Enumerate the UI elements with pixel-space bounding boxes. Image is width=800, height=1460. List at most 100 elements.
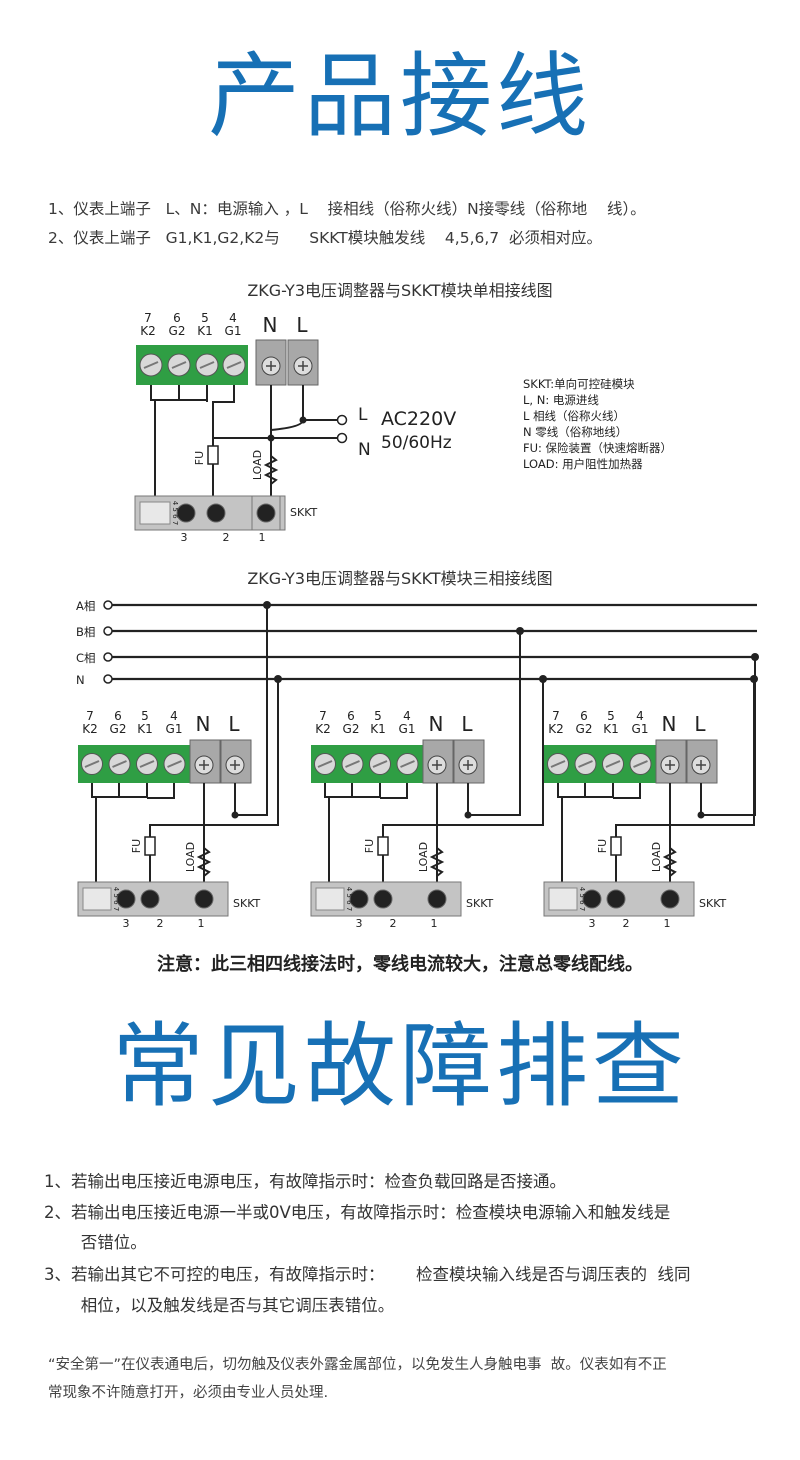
neutral-wire — [204, 679, 279, 826]
troubleshooting-section-title: 常见故障排查 — [111, 1013, 688, 1120]
skkt-pin: 3 — [589, 917, 596, 930]
instruction-line-1: 1、仪表上端子 L、N：电源输入 ，L 接相线（俗称火线）N接零线（俗称地 线）… — [48, 200, 646, 218]
fault-item-3-cont: 相位，以及触发线是否与其它调压表错位。 — [44, 1296, 395, 1315]
junction-dot — [750, 675, 758, 683]
neutral-wire — [437, 679, 544, 826]
skkt-pin: 1 — [259, 531, 266, 544]
terminal-label: K1 — [370, 722, 386, 736]
supply-voltage: AC220V — [381, 408, 456, 430]
phase-wire — [468, 631, 521, 816]
skkt-screw-icon — [116, 889, 136, 909]
legend-item: FU: 保险装置（快速熔断器） — [523, 441, 672, 455]
skkt-label: SKKT — [290, 506, 318, 519]
bus-label: N — [76, 673, 85, 687]
terminal-label: G2 — [169, 324, 186, 338]
bus-label: B相 — [76, 625, 95, 639]
supply-l-label: L — [358, 405, 368, 425]
n-label: N — [429, 712, 444, 736]
supply-n-label: N — [358, 440, 371, 460]
safety-line-1: “安全第一”在仪表通电后，切勿触及仪表外露金属部位，以免发生人身触电事 故。仪表… — [48, 1357, 667, 1373]
wiring-section-title: 产品接线 — [207, 43, 592, 150]
skkt-screw-icon — [194, 889, 214, 909]
terminal-label: G1 — [632, 722, 649, 736]
l-label: L — [461, 712, 473, 736]
three-phase-caption: ZKG-Y3电压调整器与SKKT模块三相接线图 — [247, 569, 553, 588]
skkt-pin: 1 — [198, 917, 205, 930]
terminal-number: 5 — [607, 709, 615, 723]
wire — [380, 783, 408, 799]
fuse-icon — [207, 445, 219, 465]
instruction-line-2: 2、仪表上端子 G1,K1,G2,K2与 SKKT模块触发线 4,5,6,7 必… — [48, 229, 603, 247]
bus-labels: A相 B相 C相 N — [76, 599, 96, 687]
wire — [91, 783, 147, 798]
skkt-side-digits: 4 5 6 7 — [171, 501, 179, 526]
bus-label: A相 — [76, 599, 95, 613]
supply-n-terminal-icon — [336, 432, 348, 444]
l-label: L — [228, 712, 240, 736]
legend-item: L 相线（俗称火线） — [523, 409, 625, 423]
bus-terminal-icon — [103, 652, 113, 662]
supply-l-terminal-icon — [336, 414, 348, 426]
legend-item: N 零线（俗称地线） — [523, 425, 627, 439]
skkt-label: SKKT — [699, 897, 727, 910]
n-label: N — [662, 712, 677, 736]
terminal-label: K2 — [140, 324, 156, 338]
terminal-label: G2 — [343, 722, 360, 736]
supply-freq: 50/60Hz — [381, 433, 452, 453]
load-resistor-icon — [196, 847, 212, 877]
terminal-number: 4 — [229, 311, 237, 325]
fu-label: FU — [363, 839, 376, 853]
junction-dot — [274, 675, 282, 683]
terminal-number: 7 — [86, 709, 94, 723]
skkt-pin: 3 — [123, 917, 130, 930]
skkt-pin: 2 — [390, 917, 397, 930]
n-label: N — [196, 712, 211, 736]
terminal-number: 5 — [374, 709, 382, 723]
wire — [557, 783, 613, 798]
fault-item-2-cont: 否错位。 — [44, 1233, 147, 1252]
skkt-side-digits: 4 5 6 7 — [578, 887, 586, 912]
fu-label: FU — [130, 839, 143, 853]
skkt-pin: 2 — [623, 917, 630, 930]
skkt-screw-icon — [373, 889, 393, 909]
skkt-label: SKKT — [233, 897, 261, 910]
fuse-icon — [610, 836, 622, 856]
terminal-number: 4 — [170, 709, 178, 723]
terminal-label: G1 — [166, 722, 183, 736]
terminal-label: K1 — [603, 722, 619, 736]
terminal-number: 5 — [201, 311, 209, 325]
fault-item-3: 3、若输出其它不可控的电压，有故障指示时： 检查模块输入线是否与调压表的 线同 — [44, 1265, 691, 1284]
fault-item-1: 1、若输出电压接近电源电压，有故障指示时：检查负载回路是否接通。 — [44, 1172, 566, 1191]
load-label: LOAD — [417, 842, 430, 872]
terminal-number: 7 — [144, 311, 152, 325]
bus-terminal-icon — [103, 674, 113, 684]
wire — [613, 783, 641, 799]
fuse-icon — [377, 836, 389, 856]
skkt-screw-icon — [140, 889, 160, 909]
fault-item-2: 2、若输出电压接近电源一半或0V电压，有故障指示时：检查模块电源输入和触发线是 — [44, 1203, 671, 1222]
bus-terminal-icon — [103, 600, 113, 610]
legend-item: SKKT:单向可控硅模块 — [523, 377, 635, 391]
safety-line-2: 常现象不许随意打开，必须由专业人员处理. — [48, 1385, 329, 1401]
terminal-label: K1 — [137, 722, 153, 736]
legend-item: L, N: 电源进线 — [523, 393, 599, 407]
single-phase-caption: ZKG-Y3电压调整器与SKKT模块单相接线图 — [247, 281, 553, 300]
terminal-label: G2 — [576, 722, 593, 736]
junction-dot — [263, 601, 271, 609]
load-label: LOAD — [251, 450, 264, 480]
single-phase-legend: SKKT:单向可控硅模块 L, N: 电源进线 L 相线（俗称火线） N 零线（… — [523, 377, 672, 471]
junction-dot — [516, 627, 524, 635]
skkt-pin: 3 — [356, 917, 363, 930]
skkt-label: SKKT — [466, 897, 494, 910]
skkt-screw-icon — [349, 889, 369, 909]
skkt-pin: 2 — [157, 917, 164, 930]
skkt-screw-icon — [582, 889, 602, 909]
skkt-screw-icon — [660, 889, 680, 909]
phase-wire — [235, 605, 268, 816]
terminal-number: 6 — [580, 709, 588, 723]
